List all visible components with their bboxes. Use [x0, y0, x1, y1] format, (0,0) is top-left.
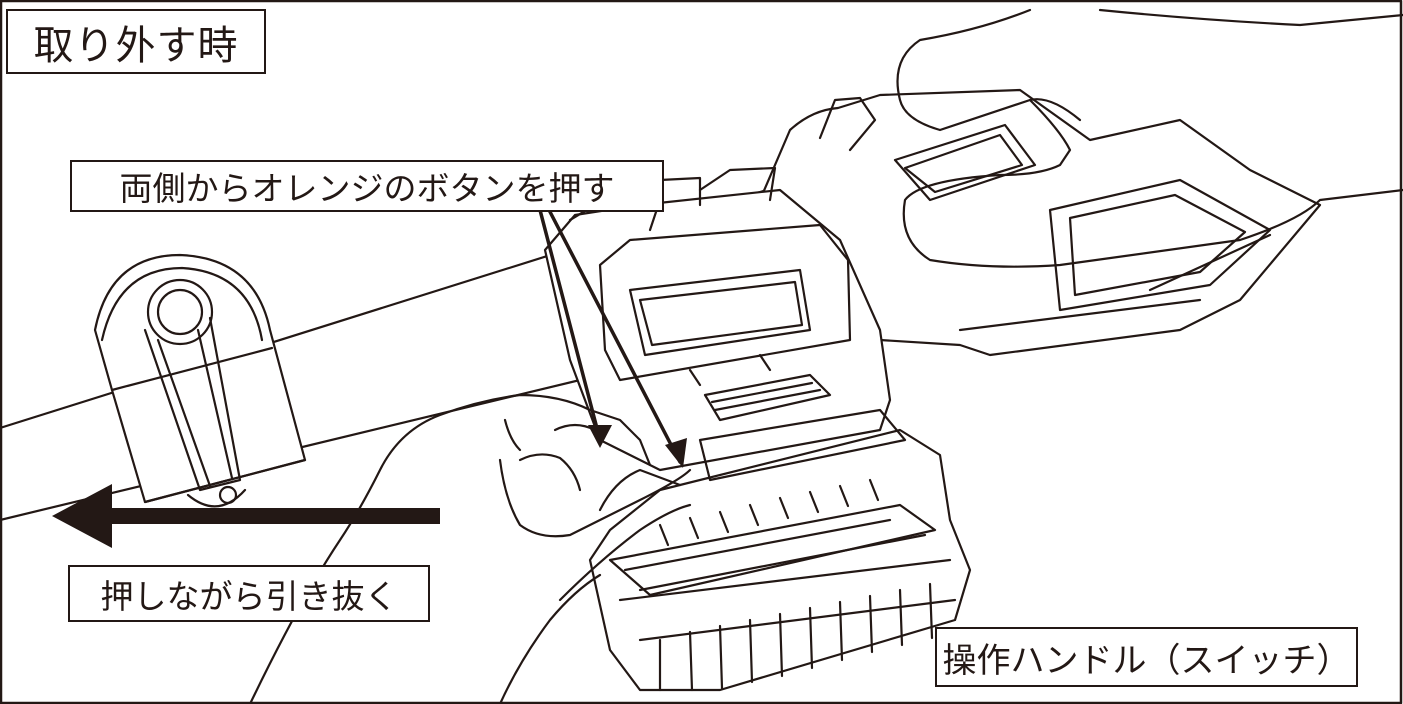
pull-out-callout: 押しながら引き抜く — [68, 565, 430, 622]
leader-lines — [538, 206, 682, 464]
page-title: 取り外す時 — [6, 9, 266, 74]
pull-arrow — [52, 484, 440, 548]
battery-block — [588, 408, 972, 692]
battery-ribs — [658, 582, 934, 692]
leader-arrowhead-right — [665, 438, 687, 468]
top-hand — [896, 8, 1403, 268]
leader-arrowhead-left — [588, 425, 612, 448]
battery-top-teeth — [658, 478, 880, 547]
press-buttons-callout: 両側からオレンジのボタンを押す — [70, 160, 664, 212]
handle-callout: 操作ハンドル（スイッチ） — [935, 627, 1358, 687]
clamp-bracket — [93, 253, 307, 508]
switch-housing — [543, 166, 892, 472]
